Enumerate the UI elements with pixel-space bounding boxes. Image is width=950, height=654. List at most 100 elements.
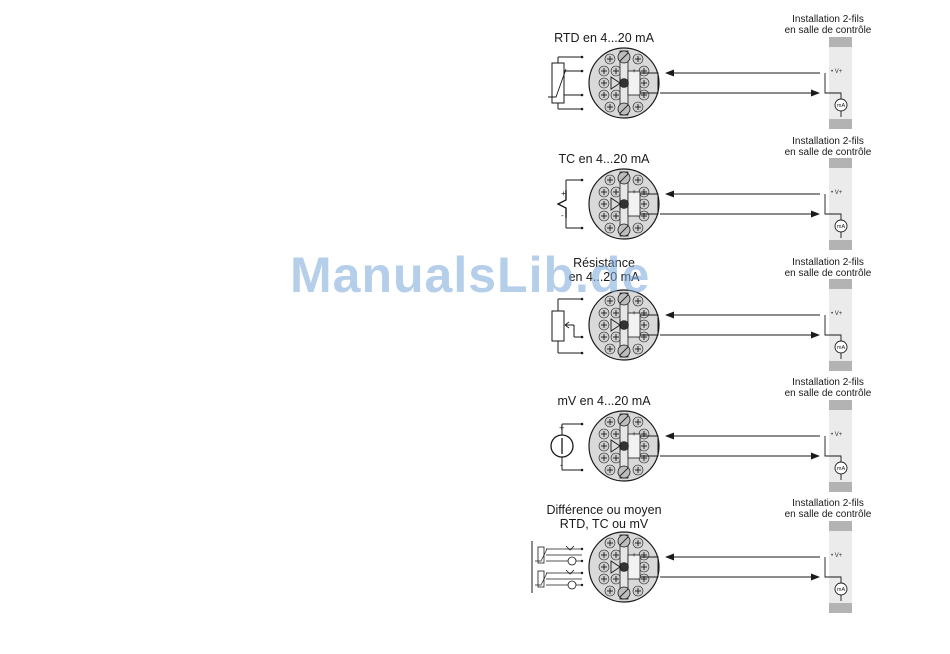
control-rail xyxy=(829,521,852,613)
center-led xyxy=(619,320,629,330)
control-room-label: Installation 2-fils xyxy=(792,257,864,268)
dual-tc-icon xyxy=(565,545,575,551)
arrow-right-icon xyxy=(811,331,820,339)
lead-dot xyxy=(580,69,584,73)
top-screw-slot xyxy=(619,173,629,183)
control-room-label: en salle de contrôle xyxy=(784,509,872,520)
cable-entry xyxy=(640,556,659,578)
bottom-screw-slot xyxy=(619,104,629,114)
control-room-label: Installation 2-fils xyxy=(792,136,864,147)
diode-symbol xyxy=(610,560,621,574)
center-led xyxy=(619,441,629,451)
lead-dot xyxy=(580,571,584,575)
diode-symbol xyxy=(610,318,621,332)
panel-title: TC en 4...20 mA xyxy=(558,152,650,166)
plus-mark: + xyxy=(632,431,636,438)
panel-title: RTD, TC ou mV xyxy=(559,517,649,531)
tc-plus: + xyxy=(561,189,566,198)
dual-rtd-slash xyxy=(535,548,548,562)
lead-dot xyxy=(580,335,584,339)
loop-wire xyxy=(824,194,842,220)
rail-cap-top xyxy=(829,521,852,531)
lead-dot xyxy=(580,226,584,230)
wiring-panel-1: + mA xyxy=(548,37,852,129)
watermark: ManualsLib.de xyxy=(290,247,651,303)
ammeter-label: mA xyxy=(837,466,846,472)
bottom-screw-slot xyxy=(619,588,629,598)
rail-cap-bottom xyxy=(829,240,852,250)
vplus-label: • V+ xyxy=(831,553,843,559)
dual-tc-icon xyxy=(565,569,575,575)
rail-cap-top xyxy=(829,37,852,47)
diode-symbol xyxy=(610,197,621,211)
plus-mark: + xyxy=(632,189,636,196)
plus-mark: + xyxy=(632,552,636,559)
center-led xyxy=(619,78,629,88)
resistor-icon xyxy=(551,310,565,342)
top-screw-slot xyxy=(619,536,629,546)
rail-cap-bottom xyxy=(829,603,852,613)
control-rail xyxy=(829,400,852,492)
panel-title: RTD en 4...20 mA xyxy=(554,31,654,45)
cable-entry xyxy=(640,193,659,215)
ammeter-label: mA xyxy=(837,103,846,109)
control-room-label: Installation 2-fils xyxy=(792,498,864,509)
lead-dot xyxy=(580,468,584,472)
loop-wire xyxy=(824,436,842,462)
lead-dot xyxy=(580,107,584,111)
arrow-right-icon xyxy=(811,210,820,218)
wiring-panel-3: + mA xyxy=(551,279,852,371)
lead-dot xyxy=(580,297,584,301)
control-rail xyxy=(829,37,852,129)
ammeter-label: mA xyxy=(837,587,846,593)
lead-dot xyxy=(580,351,584,355)
panel-title: mV en 4...20 mA xyxy=(557,394,651,408)
lead-dot xyxy=(580,559,584,563)
arrow-left-icon xyxy=(665,432,674,440)
top-screw-slot xyxy=(619,52,629,62)
loop-wire xyxy=(824,73,842,99)
rail-cap-top xyxy=(829,158,852,168)
ammeter-label: mA xyxy=(837,345,846,351)
lead-dot xyxy=(580,55,584,59)
control-room-label: en salle de contrôle xyxy=(784,25,872,36)
bottom-screw-slot xyxy=(619,467,629,477)
wiper-arrow xyxy=(564,321,574,329)
rtd-slash xyxy=(548,68,567,98)
vplus-label: • V+ xyxy=(831,432,843,438)
rail-cap-top xyxy=(829,400,852,410)
ammeter-label: mA xyxy=(837,224,846,230)
rail-cap-bottom xyxy=(829,482,852,492)
thermocouple-icon xyxy=(556,190,567,218)
control-room-label: Installation 2-fils xyxy=(792,377,864,388)
cable-entry xyxy=(640,435,659,457)
lead-dot xyxy=(580,178,584,182)
plus-mark: + xyxy=(632,68,636,75)
lead-dot xyxy=(580,93,584,97)
lead-dot xyxy=(580,547,584,551)
arrow-left-icon xyxy=(665,553,674,561)
arrow-right-icon xyxy=(811,89,820,97)
bottom-screw-slot xyxy=(619,225,629,235)
arrow-right-icon xyxy=(811,573,820,581)
control-rail xyxy=(829,279,852,371)
loop-wire xyxy=(824,557,842,583)
dual-rtd-slash xyxy=(535,572,548,586)
center-led xyxy=(619,562,629,572)
cable-entry xyxy=(640,314,659,336)
panel-title: en 4...20 mA xyxy=(568,270,640,284)
control-rail xyxy=(829,158,852,250)
cable-entry xyxy=(640,72,659,94)
vplus-label: • V+ xyxy=(831,190,843,196)
loop-wire xyxy=(824,315,842,341)
rail-cap-bottom xyxy=(829,361,852,371)
dual-mv-icon xyxy=(567,556,577,566)
plus-mark: + xyxy=(632,310,636,317)
vplus-label: • V+ xyxy=(831,69,843,75)
vplus-label: • V+ xyxy=(831,311,843,317)
lead-dot xyxy=(580,583,584,587)
top-screw-slot xyxy=(619,294,629,304)
wiring-panel-4: +-+mA xyxy=(550,400,852,492)
arrow-left-icon xyxy=(665,311,674,319)
panel-title: Résistance xyxy=(573,256,635,270)
